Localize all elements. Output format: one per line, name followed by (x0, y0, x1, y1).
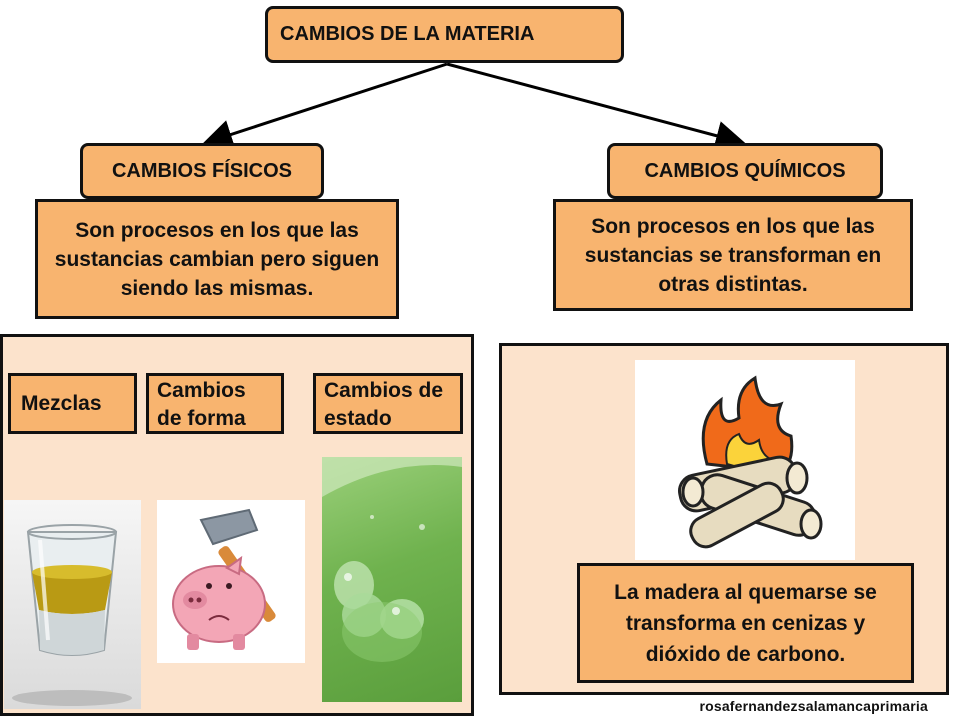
category-label: Mezclas (21, 391, 102, 415)
title-box: CAMBIOS DE LA MATERIA (265, 6, 624, 63)
category-label: Cambios de estado (324, 379, 444, 430)
fisicos-heading: CAMBIOS FÍSICOS (111, 159, 292, 182)
campfire-image (635, 360, 855, 560)
quimicos-example-box: La madera al quemarse se transforma en c… (577, 563, 914, 683)
quimicos-heading-box: CAMBIOS QUÍMICOS (607, 143, 883, 199)
arrow-to-fisicos (202, 62, 448, 149)
quimicos-definition: Son procesos en los que las sustancias s… (584, 214, 882, 296)
melting-ice-image (322, 457, 462, 702)
category-label: Cambios de forma (157, 379, 246, 430)
arrow-to-quimicos (446, 62, 746, 151)
fisicos-heading-box: CAMBIOS FÍSICOS (80, 143, 324, 199)
quimicos-example: La madera al quemarse se transforma en c… (614, 580, 877, 666)
category-cambios-estado: Cambios de estado (313, 373, 463, 434)
quimicos-definition-box: Son procesos en los que las sustancias s… (553, 199, 913, 311)
category-mezclas: Mezclas (8, 373, 137, 434)
fisicos-definition-box: Son procesos en los que las sustancias c… (35, 199, 399, 319)
category-cambios-forma: Cambios de forma (146, 373, 284, 434)
quimicos-heading: CAMBIOS QUÍMICOS (644, 159, 846, 182)
credit-text: rosafernandezsalamancaprimaria (699, 698, 928, 714)
title-text: CAMBIOS DE LA MATERIA (280, 23, 535, 45)
glass-mixture-image (4, 500, 141, 709)
piggy-hammer-image (157, 500, 305, 663)
fisicos-definition: Son procesos en los que las sustancias c… (54, 218, 380, 300)
